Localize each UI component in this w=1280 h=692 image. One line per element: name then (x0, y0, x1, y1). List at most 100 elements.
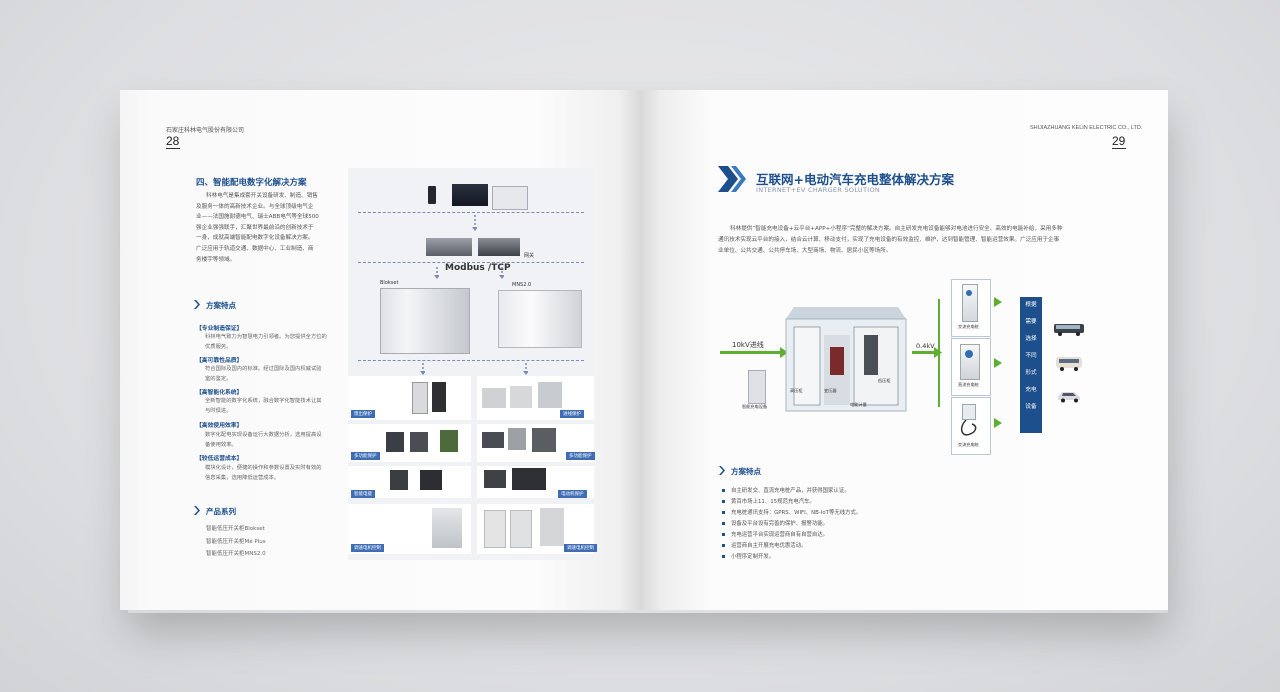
charger-label: 交流充电桩 (958, 442, 979, 447)
device-tag: 馈出保护 (351, 410, 375, 418)
feature-title: 【专业制造保证】 (196, 326, 243, 332)
feature-text: 科林电气致力为智慧电力引领者。为您提供全方位的优质服务。 (205, 334, 327, 350)
intro-line: 科林电气是集成套开关设备研发、制造、销售 (206, 193, 318, 199)
right-company-header: SHIJIAZHUANG KELIN ELECTRIC CO., LTD. (1030, 125, 1143, 131)
device-image (482, 432, 504, 448)
screen-image (492, 186, 528, 210)
device-image (538, 382, 562, 408)
vertical-text: 根据 (1025, 302, 1037, 308)
vertical-text: 需要 (1025, 319, 1037, 325)
intro-line: 通讯技术实现云平台的接入，结合云计算、移动支付，实现了充电设备的有效监控、维护，… (718, 237, 1060, 243)
output-label: 0.4kV (916, 342, 935, 350)
intro-line: 业单位、公共交通、公共停车场、大型商场、物流、居民小区等场所。 (718, 248, 892, 254)
products-heading: 产品系列 (206, 507, 236, 516)
car-icon (1058, 392, 1080, 403)
device-image (484, 470, 506, 488)
device-image (412, 382, 428, 414)
right-header-rule (1112, 148, 1126, 149)
sub-label: 高压柜 (790, 388, 803, 393)
device-tag: 多功能保护 (351, 452, 380, 460)
charger-label: 直流充电桩 (958, 382, 979, 387)
arrow-right-icon (994, 297, 1002, 307)
arrow-down-icon (434, 267, 439, 279)
section-title: 四、智能配电数字化解决方案 (196, 178, 307, 188)
divider-line (358, 360, 584, 361)
divider-line (358, 262, 584, 263)
feature-item: 充电桩通讯支持：GPRS、WIFI、NB-IoT等无线方式。 (722, 508, 861, 516)
arrow-right-icon (780, 347, 788, 358)
feature-item: 小程序定制开发。 (722, 552, 774, 560)
device-image (510, 386, 532, 408)
device-tag: 进线保护 (560, 410, 584, 418)
device-tag: 智能电能 (351, 490, 375, 498)
intro-line: 科林提供“智能充电设备+云平台+APP+小程序”完整的解决方案。自主研发充电设备… (730, 226, 1063, 232)
divider-line (358, 212, 584, 213)
intro-line: 业——法国施耐德电气、瑞士ABB电气等全球500 (196, 214, 319, 221)
protocol-label: Modbus /TCP (445, 263, 511, 273)
vertical-text: 形式 (1025, 370, 1037, 376)
feature-title: 【高效使用效率】 (196, 423, 243, 429)
device-image (512, 468, 546, 490)
device-image (482, 388, 506, 408)
device-image (432, 382, 446, 412)
product-item: 智能低压开关柜Mé Plus (206, 538, 266, 545)
device-image (420, 470, 442, 490)
arrow-down-icon (499, 267, 504, 279)
substation-image (785, 307, 907, 412)
arrow-right-icon (994, 418, 1002, 428)
device-image (386, 432, 404, 452)
feature-text: 模块化设计，便捷的操作和参数设置及实时有效的信息采集，选用降低运营成本。 (205, 465, 322, 481)
arrow-down-icon (420, 363, 425, 375)
cabinet-label: MNS2.0 (512, 282, 532, 288)
blokset-cabinet-image (380, 288, 470, 354)
intro-line: 务楼宇等领域。 (196, 256, 236, 263)
intro-line: 广泛应用于轨道交通、数据中心、工业制造、商 (196, 245, 314, 252)
bus-icon (1054, 324, 1084, 336)
device-tag: 多功能保护 (566, 452, 595, 460)
product-item: 智能低压开关柜MNS2.0 (206, 551, 266, 557)
drive-image (540, 508, 564, 546)
feature-title: 【高可靠性品质】 (196, 358, 243, 364)
device-tag: 电动机保护 (558, 490, 587, 498)
feature-item: 充电运营平台实现运营商自有自营自达。 (722, 530, 828, 538)
device-image (390, 470, 408, 490)
main-subtitle: INTERNET+EV CHARGER SOLUTION (756, 186, 881, 194)
feature-title: 【较低运营成本】 (196, 456, 243, 462)
vertical-text: 选择 (1025, 336, 1037, 342)
device-tag: 调速电机控制 (351, 544, 384, 552)
cable-icon (960, 420, 977, 436)
vertical-text: 充电 (1025, 387, 1037, 393)
input-line (720, 351, 784, 354)
chevron-right-icon (194, 506, 200, 515)
drive-image (484, 510, 506, 548)
sub-label: 电能计量 (850, 402, 867, 407)
double-chevron-icon (718, 166, 746, 192)
branch-line (938, 299, 942, 407)
input-label: 10kV进线 (732, 341, 764, 349)
device-image (532, 428, 556, 452)
product-list: 智能低压开关柜Blokset 智能低压开关柜Mé Plus 智能低压开关柜MNS… (206, 523, 266, 561)
feature-text: 全新智能的数字化系统，融合数字化智能技术让其与时俱进。 (205, 398, 322, 414)
left-header-rule (166, 148, 180, 149)
feature-title: 【高智能化系统】 (196, 390, 243, 396)
gateway-label: 网关 (524, 253, 535, 259)
drive-image (510, 510, 532, 548)
gateway-device-image (478, 238, 520, 256)
right-page-number: 29 (1112, 134, 1126, 148)
left-page-number: 28 (166, 134, 180, 148)
device-tag: 调速电机控制 (564, 544, 597, 552)
charger-light (966, 290, 972, 296)
intro-paragraph: 科林提供“智能充电设备+云平台+APP+小程序”完整的解决方案。自主研发充电设备… (718, 224, 1126, 257)
chevron-right-icon (719, 466, 725, 475)
intro-paragraph: 科林电气是集成套开关设备研发、制造、销售 及服务一体的高新技术企业。与全球顶级电… (196, 191, 340, 265)
output-line (912, 351, 938, 354)
features-heading: 方案特点 (206, 301, 236, 310)
device-image (508, 428, 526, 450)
sub-label: 变压器 (824, 388, 837, 393)
product-item: 智能低压开关柜Blokset (206, 526, 265, 532)
features-heading: 方案特点 (731, 467, 761, 476)
arrow-down-icon (523, 363, 528, 375)
device-image (410, 432, 428, 452)
charger-label: 交流充电桩 (958, 324, 979, 329)
minibus-icon (1056, 357, 1082, 371)
